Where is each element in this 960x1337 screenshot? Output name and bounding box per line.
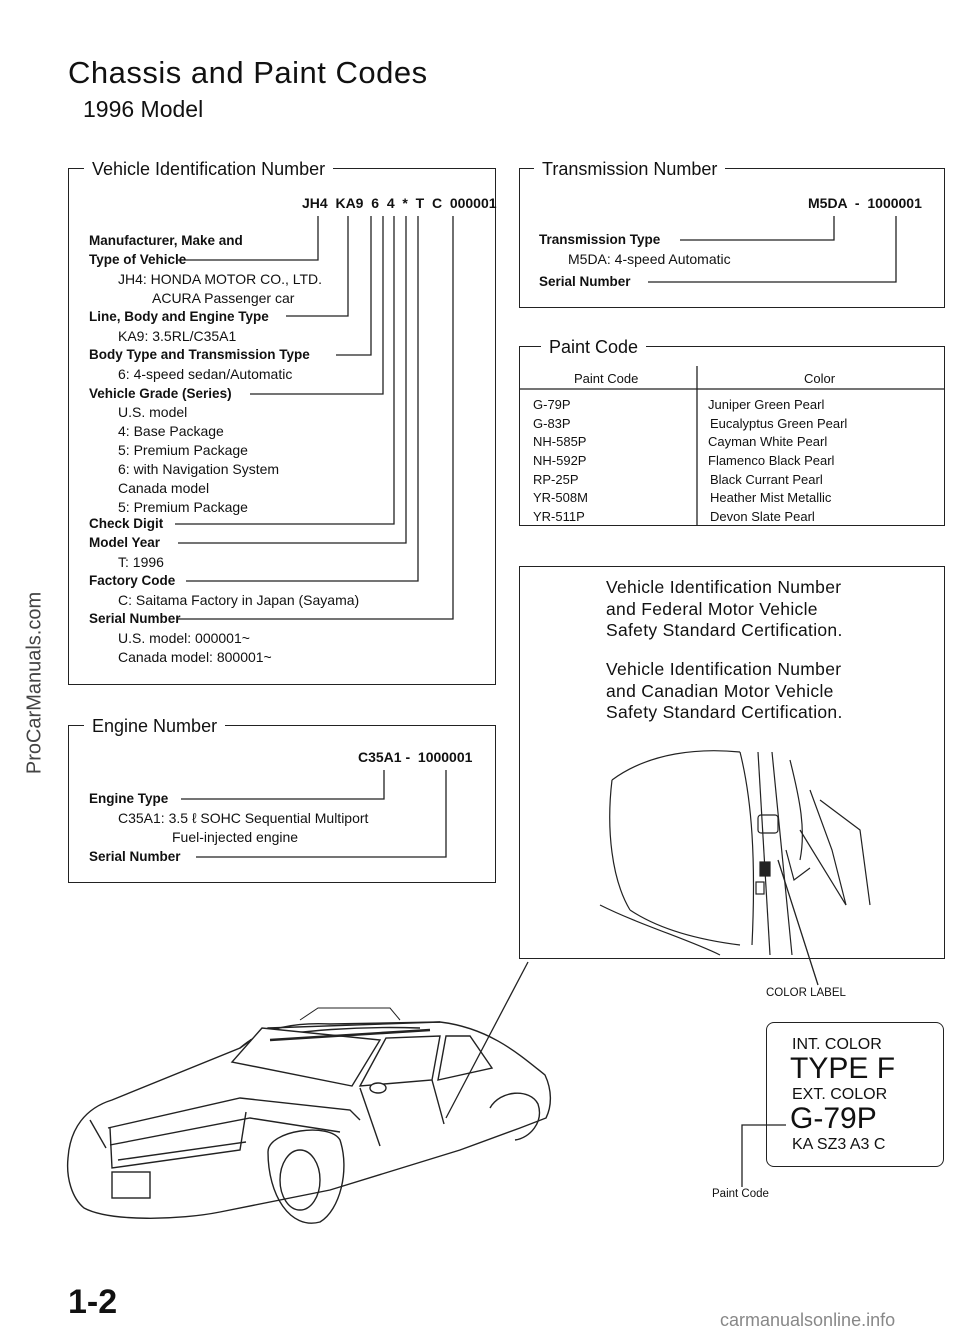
vin-label-factory-code: Factory Code [89,573,176,588]
note-line: Safety Standard Certification. [606,620,843,640]
transmission-code: M5DA - 1000001 [808,195,922,211]
engine-label-type: Engine Type [89,791,169,806]
paint-col-header-code: Paint Code [574,371,639,386]
vin-value-navigation: 6: with Navigation System [118,461,280,477]
paint-color-cell: Cayman White Pearl [708,434,828,449]
color-label-caption: COLOR LABEL [766,987,846,999]
paint-code-cell: YR-508M [533,490,588,505]
ext-color-value: G-79P [790,1102,877,1135]
page-number: 1-2 [68,1283,118,1321]
transmission-label-type: Transmission Type [539,232,661,247]
vin-value-base-package: 4: Base Package [118,423,224,439]
engine-value-type: C35A1: 3.5 ℓ SOHC Sequential Multiport [118,810,369,826]
paint-code-cell: YR-511P [533,509,585,524]
footer-watermark: carmanualsonline.info [720,1310,896,1330]
vin-label-vehicle-grade: Vehicle Grade (Series) [89,386,232,401]
federal-certification-note: Vehicle Identification Number and Federa… [606,577,843,642]
int-color-value: TYPE F [790,1052,896,1085]
vin-value-canada-serial: Canada model: 800001~ [118,649,272,665]
vin-label-serial-number: Serial Number [89,611,181,626]
paint-code-box [519,346,945,526]
ext-color-label: EXT. COLOR [792,1086,888,1103]
vin-value-premium-package: 5: Premium Package [118,442,248,458]
car-illustration [66,1007,552,1224]
note-line: Safety Standard Certification. [606,702,843,722]
note-line: Vehicle Identification Number [606,577,842,597]
vin-label-model-year: Model Year [89,535,161,550]
paint-color-cell: Devon Slate Pearl [710,509,815,524]
engine-box-legend: Engine Number [84,716,226,736]
note-line: Vehicle Identification Number [606,659,842,679]
paint-code-cell: G-83P [533,416,571,431]
paint-col-header-color: Color [804,371,836,386]
int-color-label: INT. COLOR [792,1036,882,1053]
door-pillar-sketch [599,750,871,956]
paint-code-cell: G-79P [533,397,571,412]
vin-label-type-of-vehicle: Type of Vehicle [89,252,187,267]
vin-value-passenger-car: ACURA Passenger car [152,290,295,306]
vin-value-canada-premium: 5: Premium Package [118,499,248,515]
transmission-box [519,168,945,308]
paint-color-cell: Flamenco Black Pearl [708,453,835,468]
vin-value-us-model: U.S. model [118,404,188,420]
paint-code-box-legend: Paint Code [541,337,647,357]
canadian-certification-note: Vehicle Identification Number and Canadi… [606,659,843,724]
vin-value-model-year: T: 1996 [118,554,164,570]
vin-label-line-body-engine: Line, Body and Engine Type [89,309,269,324]
vin-value-us-serial: U.S. model: 000001~ [118,630,250,646]
paint-color-cell: Juniper Green Pearl [708,397,825,412]
paint-color-cell: Eucalyptus Green Pearl [710,416,848,431]
vin-label-body-transmission: Body Type and Transmission Type [89,347,310,362]
paint-code-cell: NH-592P [533,453,587,468]
vin-box-legend: Vehicle Identification Number [84,159,334,179]
paint-code-caption: Paint Code [712,1188,769,1200]
vin-value-canada-model: Canada model [118,480,210,496]
vin-value-factory-code: C: Saitama Factory in Japan (Sayama) [118,592,360,608]
note-line: and Federal Motor Vehicle [606,598,818,619]
vin-value-line-body-engine: KA9: 3.5RL/C35A1 [118,328,237,344]
label-code-line: KA SZ3 A3 C [792,1136,886,1153]
color-label-sticker [766,1022,944,1167]
paint-code-cell: RP-25P [533,472,579,487]
paint-code-cell: NH-585P [533,434,587,449]
page-title: Chassis and Paint Codes [68,55,428,90]
vin-label-manufacturer: Manufacturer, Make and [89,233,243,248]
vin-code: JH4 KA9 6 4 * T C 000001 [302,195,497,211]
engine-label-serial: Serial Number [89,849,181,864]
transmission-label-serial: Serial Number [539,274,631,289]
vin-label-check-digit: Check Digit [89,516,164,531]
vin-value-body-transmission: 6: 4-speed sedan/Automatic [118,366,293,382]
engine-value-fuel: Fuel-injected engine [172,829,299,845]
model-year-subtitle: 1996 Model [83,96,204,122]
paint-color-cell: Heather Mist Metallic [710,490,832,505]
engine-code: C35A1 - 1000001 [358,749,473,765]
transmission-box-legend: Transmission Number [534,159,726,179]
vin-value-manufacturer: JH4: HONDA MOTOR CO., LTD. [118,271,323,287]
note-line: and Canadian Motor Vehicle [606,680,834,701]
transmission-value-type: M5DA: 4-speed Automatic [568,251,731,267]
label-location-box [519,566,945,959]
engine-box [68,725,496,883]
paint-color-cell: Black Currant Pearl [710,472,823,487]
